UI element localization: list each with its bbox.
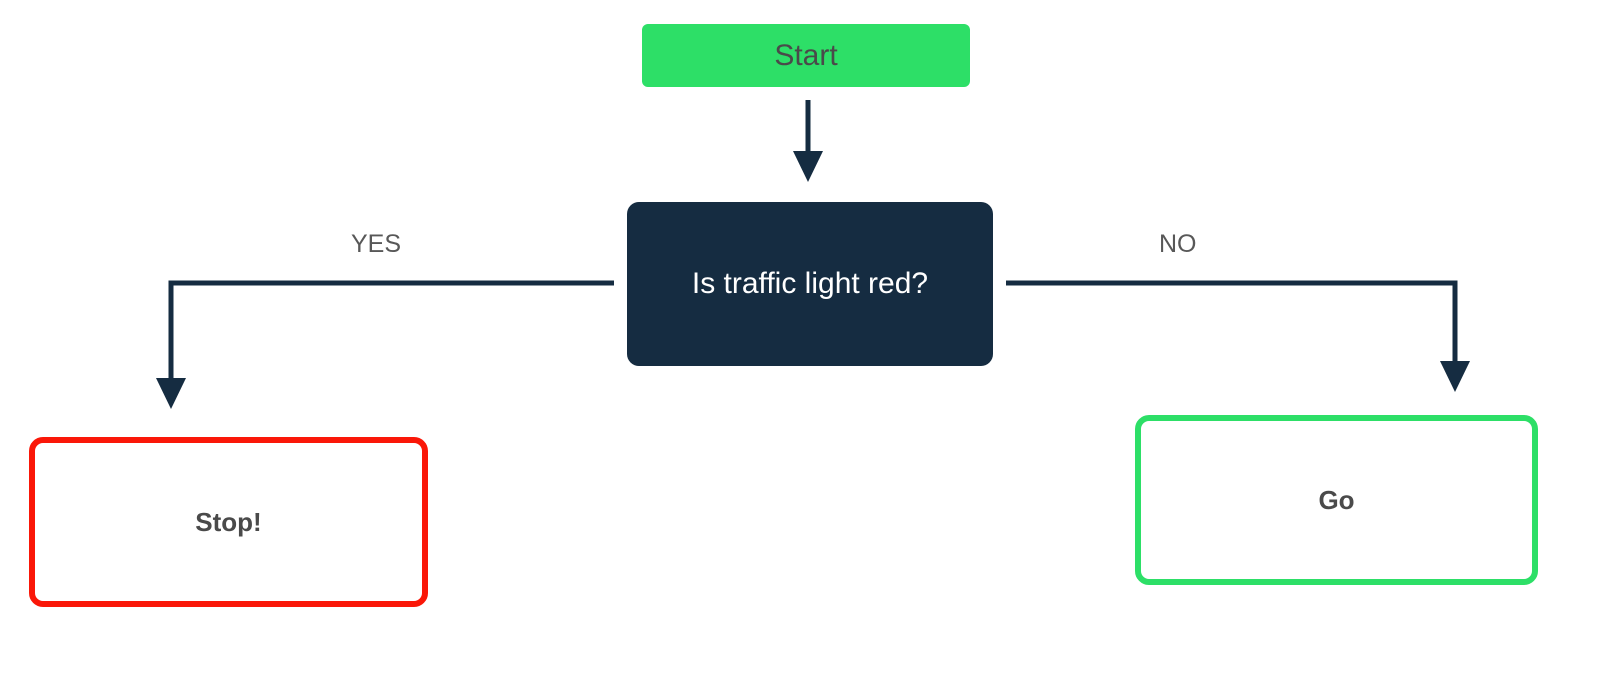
edge-label-no: NO — [1159, 230, 1197, 258]
edge-decision-to-stop — [156, 280, 614, 409]
node-start[interactable]: Start — [642, 24, 970, 87]
node-stop-label: Stop! — [195, 506, 262, 537]
node-start-label: Start — [774, 38, 838, 72]
edge-label-yes: YES — [351, 230, 402, 258]
node-go-label: Go — [1318, 484, 1355, 515]
edge-decision-to-go — [1006, 280, 1471, 392]
node-stop[interactable]: Stop! — [29, 437, 428, 607]
node-go[interactable]: Go — [1135, 415, 1538, 585]
node-decision-is-traffic-light-red[interactable]: Is traffic light red? — [627, 202, 993, 366]
node-decision-label: Is traffic light red? — [691, 267, 929, 300]
